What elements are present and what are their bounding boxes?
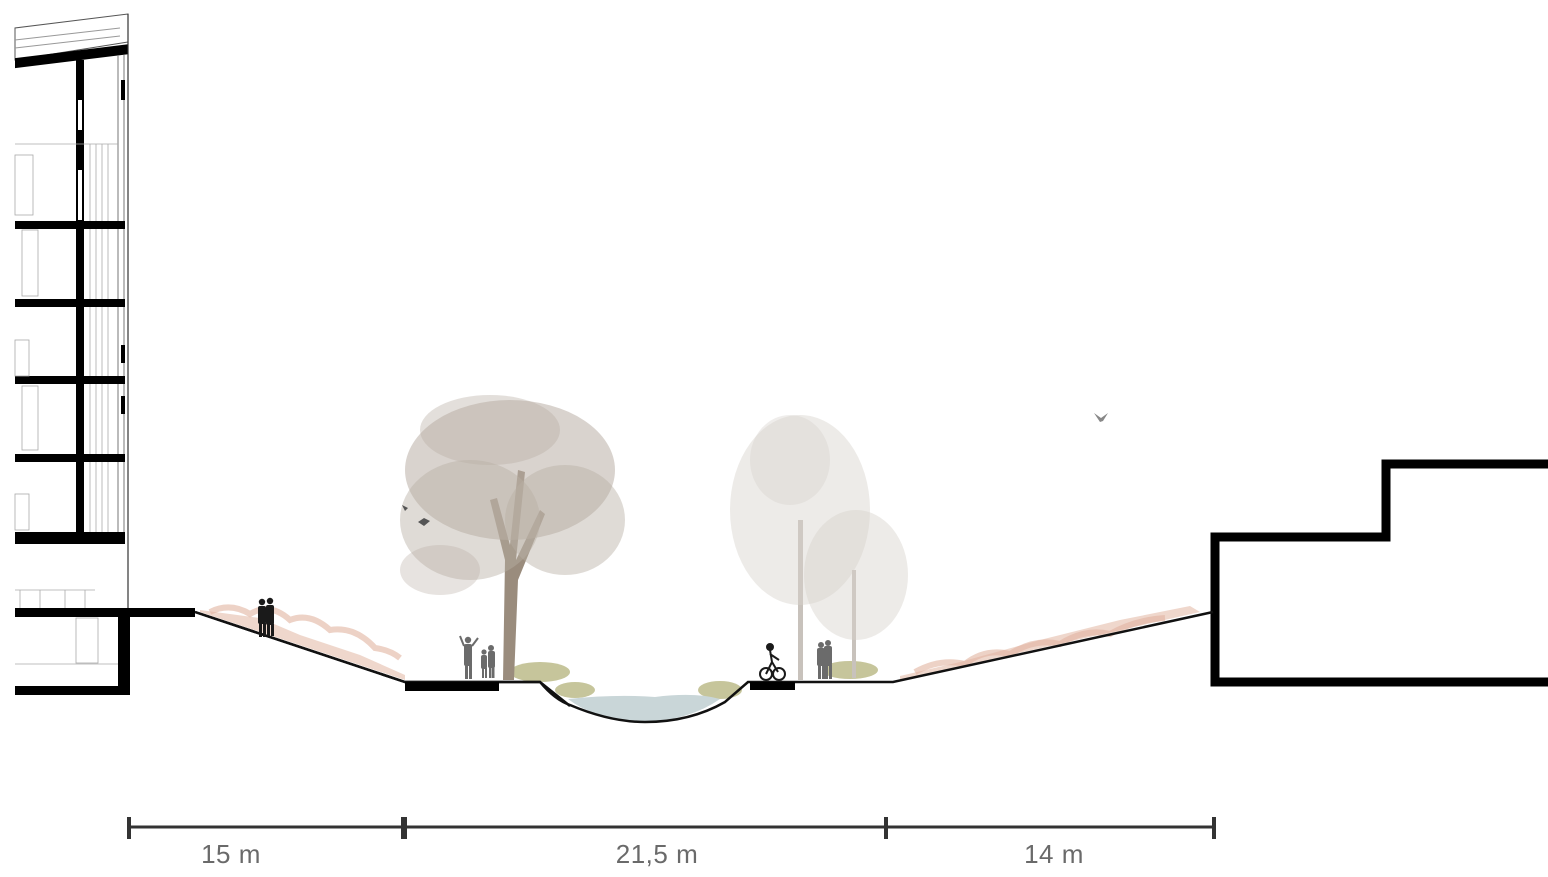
left-building-roof-slab xyxy=(15,44,128,69)
ground-floor-slab xyxy=(15,608,195,617)
person-silhouette-icon xyxy=(258,597,274,637)
birch-tree xyxy=(730,415,870,680)
bank-shrubs xyxy=(510,661,878,699)
dimension-tick xyxy=(1212,817,1216,839)
couple-silhouette-icon xyxy=(817,640,832,679)
bird-icon xyxy=(1094,413,1108,422)
bird-icon xyxy=(402,505,430,526)
path-slab-right xyxy=(750,682,795,690)
floor-slab xyxy=(15,454,125,462)
basement-wall xyxy=(118,608,130,695)
dimension-label-15m: 15 m xyxy=(201,839,261,869)
ground-profile-line xyxy=(194,610,1214,724)
dimension-tick xyxy=(884,817,888,839)
floor-slab xyxy=(15,221,125,229)
stream-water xyxy=(568,694,720,722)
basement-floor xyxy=(15,686,130,695)
dimension-label-14m: 14 m xyxy=(1024,839,1084,869)
left-building xyxy=(14,13,195,695)
floor-slab xyxy=(15,299,125,307)
small-tree xyxy=(804,510,908,678)
floor-slab xyxy=(15,532,125,544)
dimension-tick xyxy=(127,817,131,839)
right-building xyxy=(1210,459,1548,687)
dimension-label-21-5m: 21,5 m xyxy=(616,839,699,869)
family-silhouette-icon xyxy=(459,635,495,679)
large-tree xyxy=(400,395,625,680)
slope-planting-left xyxy=(200,604,405,680)
dimension-line: 15 m 21,5 m 14 m xyxy=(127,817,1216,869)
cyclist-silhouette-icon xyxy=(759,643,786,681)
dimension-tick xyxy=(401,817,407,839)
path-slab-left xyxy=(405,682,499,691)
slope-planting-right xyxy=(900,606,1200,680)
floor-slab xyxy=(15,376,125,384)
